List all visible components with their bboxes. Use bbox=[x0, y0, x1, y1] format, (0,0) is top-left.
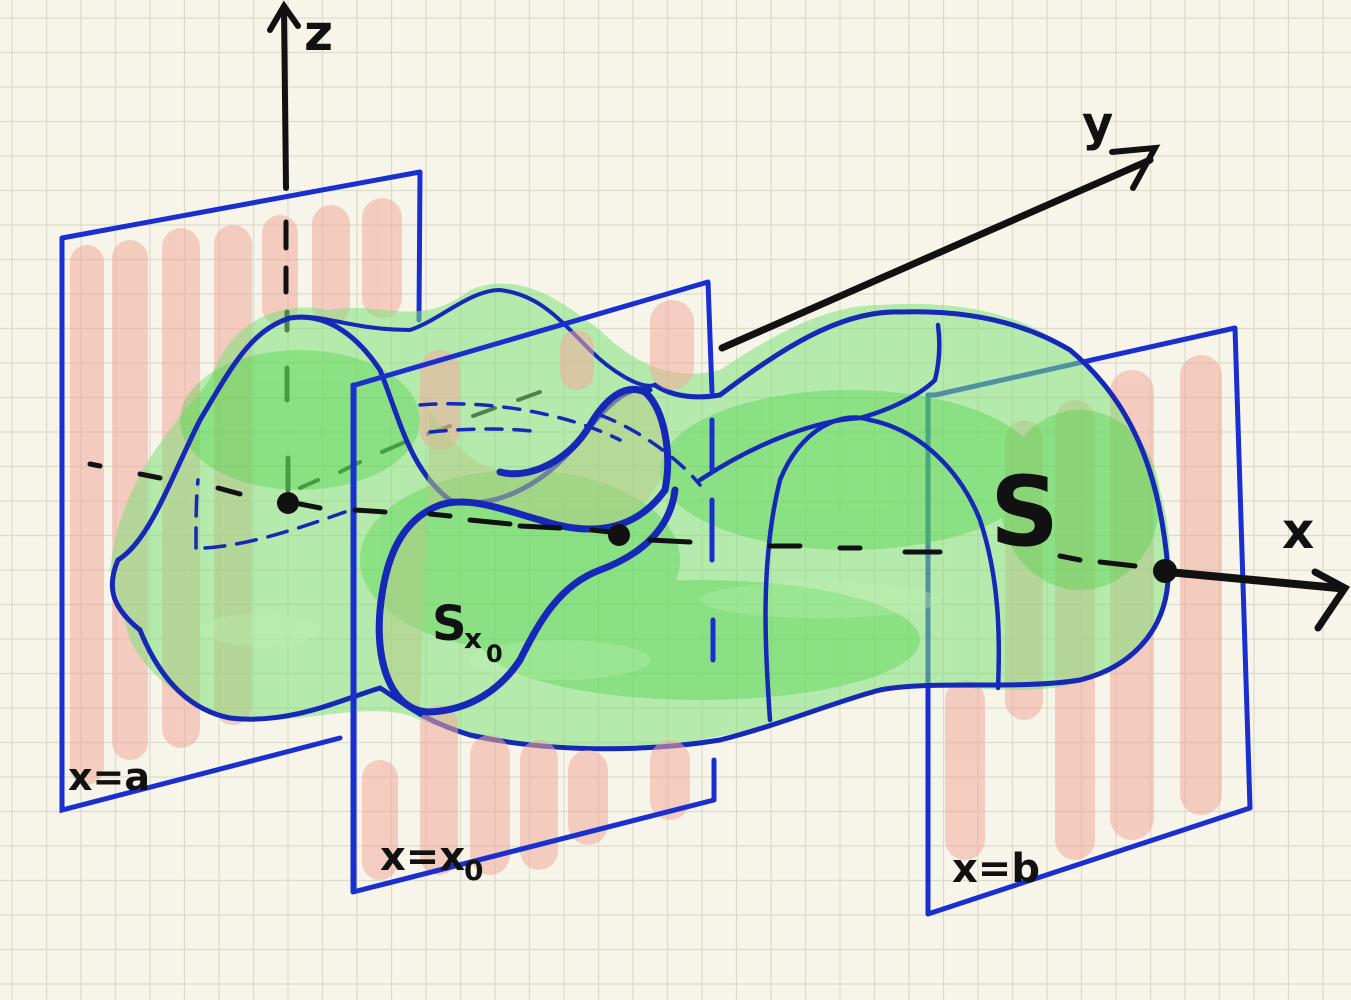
plane-b-label: x=b bbox=[952, 846, 1040, 892]
point-a bbox=[277, 492, 299, 514]
solid-label: S bbox=[990, 456, 1059, 568]
plane-x0-label: x=x 0 bbox=[380, 834, 483, 887]
x-axis-label: x bbox=[1282, 502, 1314, 560]
y-axis-label: y bbox=[1082, 96, 1113, 152]
plane-a-label: x=a bbox=[68, 755, 150, 799]
plane-x-x0 bbox=[350, 279, 717, 895]
cross-section-label-main: S bbox=[432, 596, 467, 652]
x-axis bbox=[87, 461, 1351, 632]
point-x0 bbox=[608, 524, 630, 546]
z-axis-label: z bbox=[304, 4, 333, 62]
cross-section-label-subscript: x bbox=[464, 622, 482, 655]
cross-section-label-subsubscript: 0 bbox=[486, 640, 503, 668]
axis-points bbox=[277, 492, 1177, 583]
point-b bbox=[1153, 559, 1177, 583]
cross-section-label: S x 0 bbox=[432, 596, 503, 668]
plane-x0-label-subscript: 0 bbox=[464, 854, 483, 887]
plane-x0-label-main: x=x bbox=[380, 834, 465, 880]
